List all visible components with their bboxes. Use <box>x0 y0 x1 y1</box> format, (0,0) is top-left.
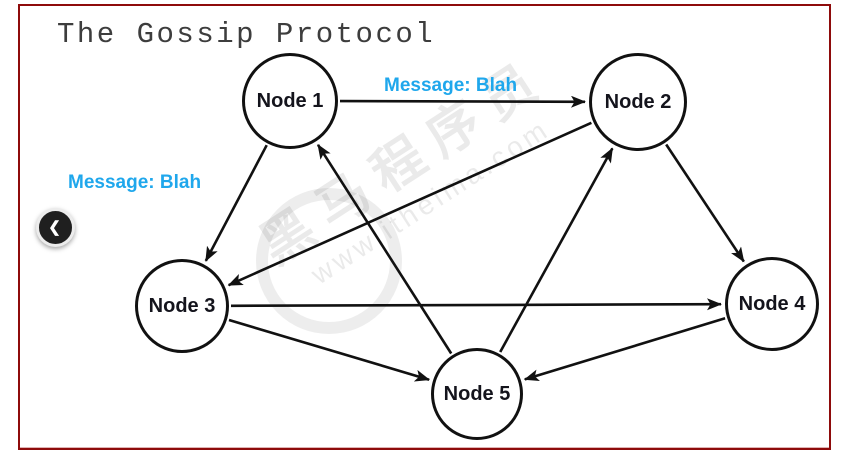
edge-node5-node2 <box>499 147 614 353</box>
previous-slide-button[interactable]: ❮ <box>36 208 75 247</box>
node-circle-node3: Node 3 <box>135 259 229 353</box>
chevron-left-icon: ❮ <box>48 219 61 236</box>
slide-frame <box>18 4 831 450</box>
edge-node5-node1 <box>316 143 453 355</box>
message-label-left: Message: Blah <box>68 172 202 193</box>
node-label: Node 2 <box>604 90 672 113</box>
page-title: The Gossip Protocol <box>57 18 436 51</box>
edge-node1-node2 <box>339 95 586 108</box>
edge-node4-node5 <box>523 317 726 382</box>
watermark-cjk-text: 黑马程序员 <box>250 47 559 276</box>
node-label: Node 4 <box>738 292 806 315</box>
node-circle-node4: Node 4 <box>725 257 819 351</box>
edge-node2-node3 <box>227 121 592 287</box>
node-circle-node1: Node 1 <box>242 53 338 149</box>
edge-node3-node5 <box>228 318 431 382</box>
node-circle-node2: Node 2 <box>589 53 687 151</box>
edge-node1-node3 <box>204 144 268 262</box>
message-label-top: Message: Blah <box>384 75 518 96</box>
watermark-logo-circle <box>256 188 402 334</box>
watermark-url-text: www.itheima.com <box>305 112 556 290</box>
node-circle-node5: Node 5 <box>431 348 523 440</box>
edge-node2-node4 <box>665 143 745 263</box>
node-label: Node 3 <box>148 294 216 317</box>
watermark: 黑马程序员 www.itheima.com <box>131 0 689 424</box>
node-label: Node 5 <box>443 382 511 405</box>
node-label: Node 1 <box>256 89 324 112</box>
edge-node3-node4 <box>230 298 722 311</box>
